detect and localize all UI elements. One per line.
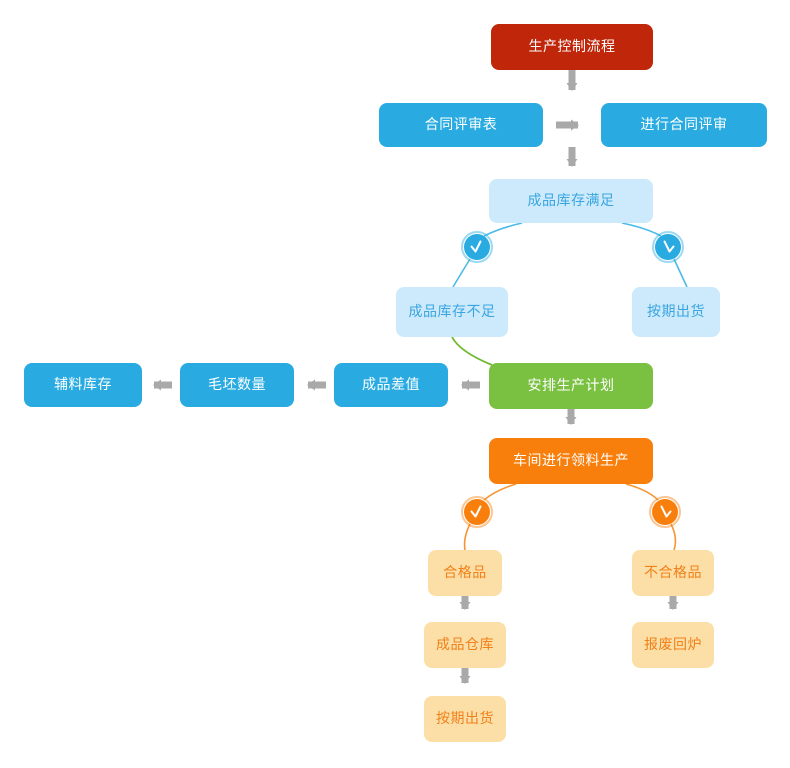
- node-n12[interactable]: 合格品: [428, 550, 502, 596]
- node-n6[interactable]: 按期出货: [632, 287, 720, 337]
- arrow-down-right-circle-icon[interactable]: [652, 231, 684, 263]
- decision-glyph: [663, 240, 675, 253]
- node-n11[interactable]: 车间进行领料生产: [489, 438, 653, 484]
- edge-d3-n12: [463, 523, 471, 551]
- node-n14[interactable]: 成品仓库: [424, 622, 506, 668]
- node-n13[interactable]: 不合格品: [632, 550, 714, 596]
- node-n8[interactable]: 成品差值: [334, 363, 448, 407]
- decision-glyph: [470, 240, 482, 253]
- node-n7[interactable]: 安排生产计划: [489, 363, 653, 409]
- node-n3[interactable]: 进行合同评审: [601, 103, 767, 147]
- edge-d2-n6: [673, 258, 688, 288]
- decision-glyph: [660, 505, 672, 518]
- decision-ring: [649, 496, 681, 528]
- node-n9[interactable]: 毛坯数量: [180, 363, 294, 407]
- node-n1[interactable]: 生产控制流程: [491, 24, 653, 70]
- decision-ring: [461, 231, 493, 263]
- arrow-down-left-circle-icon[interactable]: [461, 496, 493, 528]
- node-n15[interactable]: 报废回炉: [632, 622, 714, 668]
- decision-ring: [461, 496, 493, 528]
- edge-n11-d4: [625, 483, 659, 501]
- decision-ring: [652, 231, 684, 263]
- edge-n11-d3: [483, 483, 517, 501]
- edge-n5-n7: [451, 336, 493, 366]
- arrow-down-left-circle-icon[interactable]: [461, 231, 493, 263]
- node-n4[interactable]: 成品库存满足: [489, 179, 653, 223]
- arrow-down-right-circle-icon[interactable]: [649, 496, 681, 528]
- node-n2[interactable]: 合同评审表: [379, 103, 543, 147]
- node-n16[interactable]: 按期出货: [424, 696, 506, 742]
- node-n5[interactable]: 成品库存不足: [396, 287, 508, 337]
- edge-d4-n13: [670, 523, 677, 551]
- node-n10[interactable]: 辅料库存: [24, 363, 142, 407]
- edge-d1-n5: [452, 258, 471, 288]
- decision-glyph: [470, 505, 482, 518]
